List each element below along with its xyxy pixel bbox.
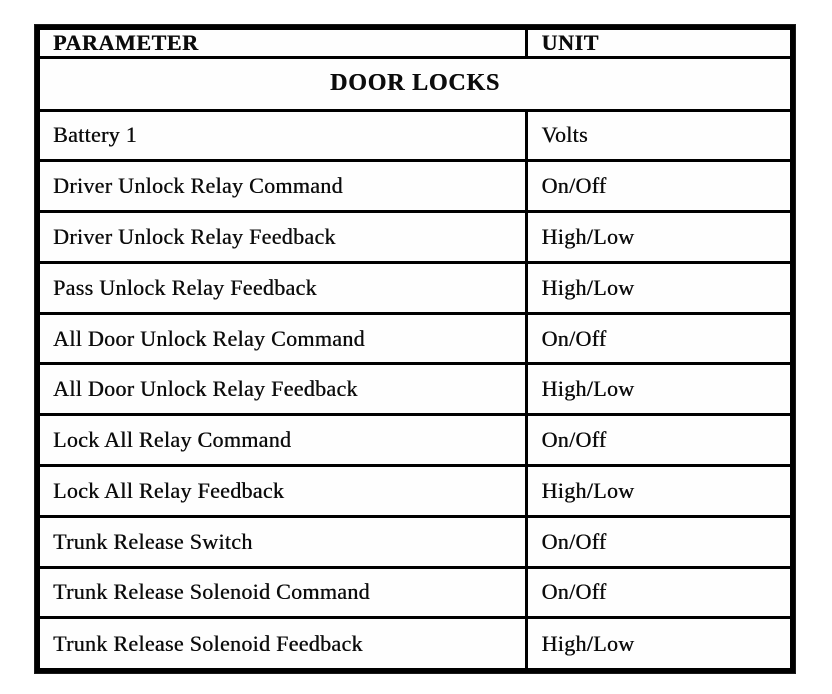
column-header-unit: UNIT [525, 26, 794, 59]
parameter-cell: Trunk Release Solenoid Command [35, 565, 529, 620]
unit-cell: On/Off [525, 413, 794, 467]
parameter-cell: Driver Unlock Relay Feedback [35, 210, 529, 264]
unit-cell: Volts [525, 108, 794, 163]
unit-cell: On/Off [525, 565, 794, 620]
table-row: All Door Unlock Relay Command On/Off [35, 311, 794, 366]
parameter-cell: Lock All Relay Feedback [35, 464, 529, 518]
unit-cell: On/Off [525, 311, 794, 366]
unit-cell: High/Low [525, 210, 794, 264]
unit-cell: High/Low [525, 362, 794, 417]
column-header-parameter: PARAMETER [35, 26, 529, 59]
parameter-cell: Pass Unlock Relay Feedback [35, 260, 529, 315]
table-row: Pass Unlock Relay Feedback High/Low [35, 260, 794, 315]
table-row: Trunk Release Switch On/Off [35, 514, 794, 569]
table-row: Driver Unlock Relay Feedback High/Low [35, 210, 794, 264]
table-row: Lock All Relay Feedback High/Low [35, 464, 794, 518]
unit-cell: High/Low [525, 464, 794, 518]
table-row: All Door Unlock Relay Feedback High/Low [35, 362, 794, 417]
parameter-cell: Battery 1 [35, 108, 529, 163]
table-row: Lock All Relay Command On/Off [35, 413, 794, 467]
table-row: Trunk Release Solenoid Command On/Off [35, 565, 794, 620]
parameter-cell: Driver Unlock Relay Command [35, 159, 529, 214]
unit-cell: On/Off [525, 159, 794, 214]
parameter-cell: Trunk Release Switch [35, 514, 529, 569]
parameter-cell: All Door Unlock Relay Feedback [35, 362, 529, 417]
parameter-cell: All Door Unlock Relay Command [35, 311, 529, 366]
parameter-cell: Lock All Relay Command [35, 413, 529, 467]
section-title: DOOR LOCKS [36, 56, 794, 112]
section-header-row: DOOR LOCKS [36, 56, 794, 112]
table-row: Battery 1 Volts [35, 108, 794, 163]
unit-cell: High/Low [525, 260, 794, 315]
parameter-cell: Trunk Release Solenoid Feedback [35, 616, 529, 672]
unit-cell: On/Off [525, 514, 794, 569]
unit-cell: High/Low [525, 616, 794, 672]
table-header-row: PARAMETER UNIT [35, 26, 794, 59]
parameter-unit-table: PARAMETER UNIT DOOR LOCKS Battery 1 Volt… [35, 25, 795, 673]
table-row: Trunk Release Solenoid Feedback High/Low [35, 616, 794, 672]
table-row: Driver Unlock Relay Command On/Off [35, 159, 794, 214]
